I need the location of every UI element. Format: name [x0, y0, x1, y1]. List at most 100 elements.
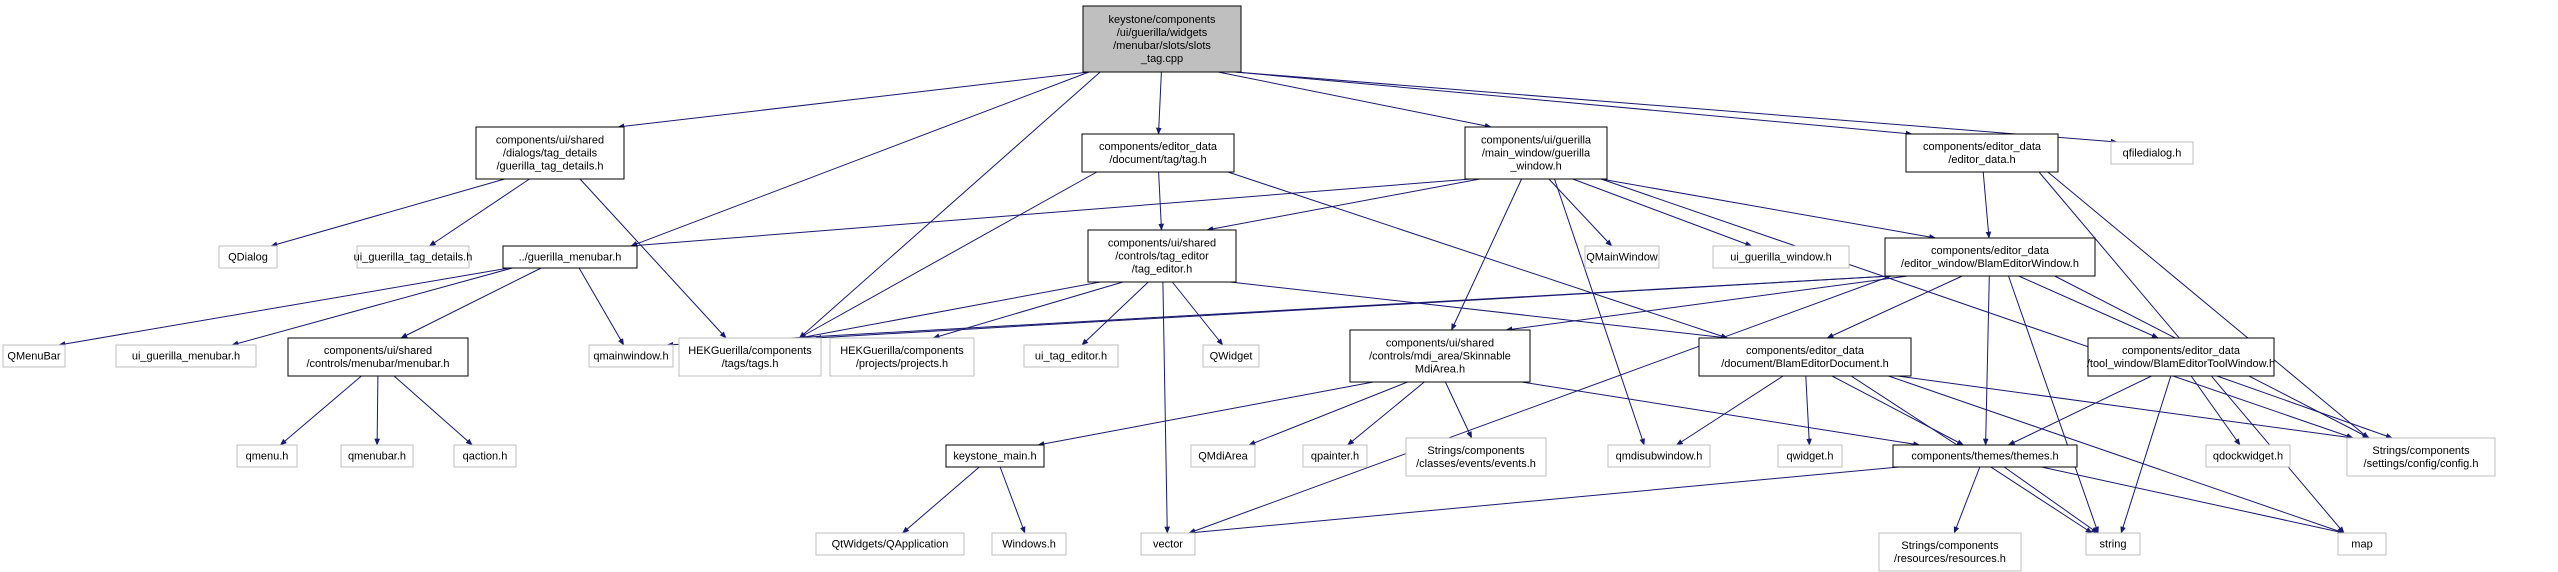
- node-box: [1081, 133, 1235, 173]
- node-box: [945, 444, 1045, 468]
- node-label-line: vector: [1153, 539, 1183, 551]
- edge-main_window-to-blam_editor_window: [1600, 178, 1937, 240]
- node-label-line: /editor_data.h: [1948, 154, 2015, 166]
- node-box: [1464, 126, 1608, 180]
- edge-tag_editor-to-tags_h: [798, 281, 1101, 340]
- edge-editor_data_h-to-blam_editor_window: [1982, 171, 1992, 239]
- node-label-line: /controls/mdi_area/Skinnable: [1369, 351, 1511, 363]
- node-qapplication: QtWidgets/QApplication: [815, 532, 965, 556]
- node-label-line: /resources/resources.h: [1894, 553, 2006, 565]
- node-box: [287, 337, 469, 377]
- edge-tag_details-to-tags_h: [579, 178, 727, 339]
- node-label-line: components/editor_data: [1931, 245, 2050, 257]
- edge-main_window-to-skinnable: [1451, 178, 1523, 331]
- node-qdockwidget: qdockwidget.h: [2205, 444, 2291, 468]
- node-ui-guerilla-menubar: ui_guerilla_menubar.h: [115, 344, 257, 368]
- edge-keystone_main-to-qapplication: [902, 466, 980, 534]
- node-box: [2110, 141, 2194, 165]
- edge-blam_editor_document-to-qmdisubwindow: [1675, 375, 1784, 446]
- edge-tag_details-to-ui_tag_details: [428, 178, 530, 247]
- node-label-line: qdockwidget.h: [2213, 451, 2283, 463]
- node-label-line: components/editor_data: [1746, 345, 1865, 357]
- edge-blam_editor_document-to-map: [1888, 375, 2345, 534]
- edge-blam_editor_window-to-blam_editor_document: [1826, 275, 1963, 339]
- edge-root-to-editor_data_h: [1234, 71, 1913, 137]
- node-vector: vector: [1140, 532, 1196, 556]
- edge-tool_window-to-config_h: [2216, 375, 2393, 439]
- node-box: [2085, 532, 2141, 556]
- node-label-line: QtWidgets/QApplication: [832, 539, 949, 551]
- node-label-line: components/editor_data: [2122, 345, 2241, 357]
- node-box: [1878, 532, 2022, 572]
- node-themes-h[interactable]: components/themes/themes.h: [1892, 444, 2078, 468]
- node-box: [829, 337, 975, 377]
- node-box: [1140, 532, 1196, 556]
- node-blam-editor-document[interactable]: components/editor_data/document/BlamEdit…: [1698, 337, 1912, 377]
- node-label-line: /classes/events/events.h: [1416, 458, 1536, 470]
- edge-blam_editor_window-to-vector: [1188, 275, 1892, 534]
- node-box: [502, 245, 638, 269]
- edge-tag_details-to-qdialog: [270, 178, 505, 247]
- nodes-layer: keystone/components/ui/guerilla/widgets/…: [2, 5, 2496, 572]
- edge-root-to-tags_h: [798, 71, 1101, 339]
- node-label-line: components/editor_data: [1099, 141, 1218, 153]
- edge-tag_editor-to-ui_tag_editor: [1081, 281, 1149, 346]
- node-label-line: Strings/components: [2372, 445, 2470, 457]
- node-box: [1190, 444, 1256, 468]
- node-guerilla-menubar[interactable]: ../guerilla_menubar.h: [502, 245, 638, 269]
- node-box: [2205, 444, 2291, 468]
- node-box: [1777, 444, 1843, 468]
- edge-skinnable-to-keystone_main: [1037, 381, 1374, 447]
- edge-blam_editor_window-to-skinnable: [1505, 275, 1908, 332]
- edge-tag_h-to-tags_h: [798, 171, 1098, 339]
- node-config-h: Strings/components/settings/config/confi…: [2346, 437, 2496, 477]
- node-tag-editor[interactable]: components/ui/shared/controls/tag_editor…: [1087, 229, 1237, 283]
- node-box: [1082, 5, 1242, 73]
- node-qpainter: qpainter.h: [1302, 444, 1368, 468]
- edge-tag_editor-to-qwidget_cap: [1171, 281, 1224, 346]
- edge-guerilla_menubar-to-ui_guerilla_menubar: [231, 267, 513, 347]
- node-label-line: _window.h: [1509, 161, 1561, 173]
- node-box: [1023, 344, 1119, 368]
- node-label-line: components/ui/guerilla: [1481, 135, 1592, 147]
- node-blam-editor-window[interactable]: components/editor_data/editor_window/Bla…: [1884, 237, 2096, 277]
- node-label-line: ui_guerilla_menubar.h: [132, 351, 240, 363]
- node-label-line: /editor_window/BlamEditorWindow.h: [1901, 258, 2079, 270]
- node-box: [1712, 245, 1850, 269]
- edge-editor_data_h-to-config_h: [2047, 171, 2369, 439]
- node-qmainwindow: qmainwindow.h: [588, 344, 674, 368]
- edge-root-to-guerilla_menubar: [630, 71, 1090, 247]
- node-label-line: string: [2100, 539, 2127, 551]
- node-events-h: Strings/components/classes/events/events…: [1405, 437, 1547, 477]
- node-root[interactable]: keystone/components/ui/guerilla/widgets/…: [1082, 5, 1242, 73]
- node-label-line: /tag_editor.h: [1132, 264, 1193, 276]
- node-tool-window[interactable]: components/editor_data/tool_window/BlamE…: [2087, 337, 2275, 377]
- edge-menubar_h-to-qmenu: [279, 375, 362, 446]
- node-label-line: /tags/tags.h: [722, 358, 779, 370]
- node-editor-data-h[interactable]: components/editor_data/editor_data.h: [1905, 133, 2059, 173]
- node-ui-tag-details: ui_guerilla_tag_details.h: [354, 245, 472, 269]
- node-label-line: qwidget.h: [1786, 451, 1833, 463]
- node-box: [1405, 437, 1547, 477]
- node-label-line: ui_tag_editor.h: [1035, 351, 1107, 363]
- node-label-line: keystone_main.h: [953, 451, 1036, 463]
- node-label-line: /controls/menubar/menubar.h: [306, 358, 449, 370]
- edge-main_window-to-ui_guerilla_window: [1572, 178, 1753, 247]
- node-skinnable[interactable]: components/ui/shared/controls/mdi_area/S…: [1349, 329, 1531, 383]
- node-main-window[interactable]: components/ui/guerilla/main_window/gueri…: [1464, 126, 1608, 180]
- edge-blam_editor_document-to-themes_h: [1831, 375, 1965, 446]
- node-box: [115, 344, 257, 368]
- node-label-line: components/ui/shared: [1108, 238, 1216, 250]
- node-tag-details[interactable]: components/ui/shared/dialogs/tag_details…: [475, 126, 625, 180]
- edge-blam_editor_window-to-tool_window: [2018, 275, 2159, 339]
- node-menubar-h[interactable]: components/ui/shared/controls/menubar/me…: [287, 337, 469, 377]
- node-label-line: components/themes/themes.h: [1911, 451, 2058, 463]
- node-label-line: Windows.h: [1002, 539, 1056, 551]
- node-tag-h[interactable]: components/editor_data/document/tag/tag.…: [1081, 133, 1235, 173]
- node-label-line: QMenuBar: [7, 351, 61, 363]
- node-label-line: Strings/components: [1901, 540, 1999, 552]
- edge-menubar_h-to-qmenubar: [374, 375, 380, 446]
- node-qmainwindow-cap: QMainWindow: [1584, 245, 1660, 269]
- node-keystone-main[interactable]: keystone_main.h: [945, 444, 1045, 468]
- node-qwidget-cap: QWidget: [1202, 344, 1260, 368]
